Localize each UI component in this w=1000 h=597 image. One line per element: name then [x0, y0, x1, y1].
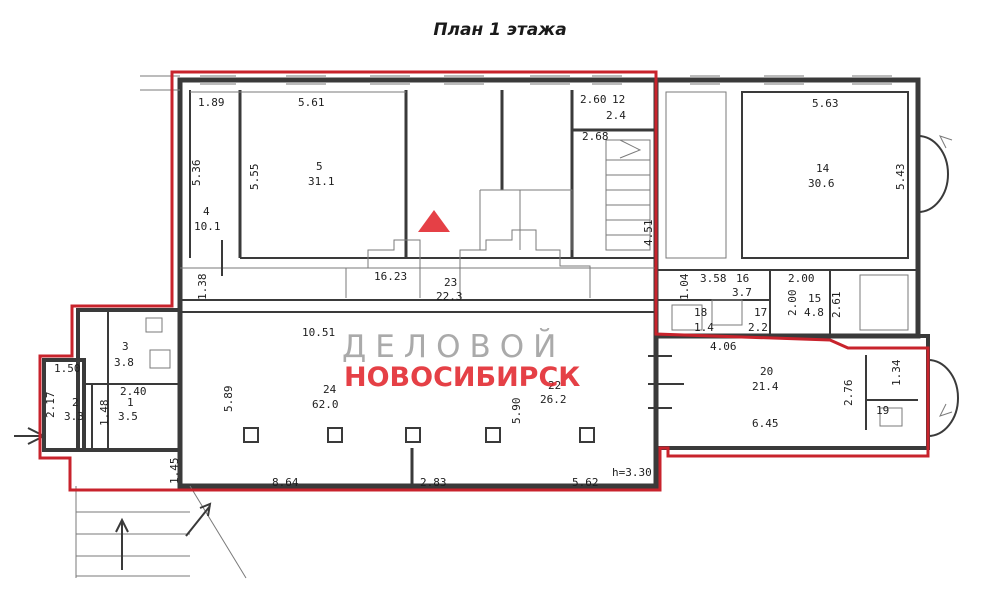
room-number: 24 [323, 383, 337, 396]
dim-label: 2.83 [420, 476, 447, 489]
ceiling-height: h=3.30 [612, 466, 652, 479]
dim-label: 5.36 [190, 160, 203, 187]
room-number: 3 [122, 340, 129, 353]
dim-label: 1.89 [198, 96, 225, 109]
dim-label: 1.34 [890, 359, 903, 386]
dim-label: 2.76 [842, 380, 855, 407]
room-area: 30.6 [808, 177, 835, 190]
dim-label: 1.48 [98, 400, 111, 427]
room-area: 2.2 [748, 321, 768, 334]
dim-label: 16.23 [374, 270, 407, 283]
dim-label: 2.68 [582, 130, 609, 143]
room-area: 3.3 [64, 410, 84, 423]
room-area: 62.0 [312, 398, 339, 411]
dim-label: 6.45 [752, 417, 779, 430]
dim-label: 5.61 [298, 96, 325, 109]
room-area: 10.1 [194, 220, 221, 233]
dim-label: 4.51 [642, 220, 655, 247]
dim-label: 2.40 [120, 385, 147, 398]
room-number: 20 [760, 365, 773, 378]
room-area: 3.5 [118, 410, 138, 423]
room-number: 1 [127, 396, 134, 409]
dim-label: 2.17 [44, 392, 57, 419]
room-area: 4.8 [804, 306, 824, 319]
dim-label: 1.45 [168, 458, 181, 485]
dim-label: 5.55 [248, 164, 261, 191]
plan-title: План 1 этажа [433, 20, 567, 40]
dim-label: 5.62 [572, 476, 599, 489]
room-area: 3.7 [732, 286, 752, 299]
room-number: 19 [876, 404, 889, 417]
room-area: 3.8 [114, 356, 134, 369]
room-number: 17 [754, 306, 767, 319]
dim-label: 10.51 [302, 326, 335, 339]
room-labels: 4 10.1 5 31.1 12 2.4 14 30.6 23 22.3 16 … [64, 93, 889, 423]
dim-label: 2.00 [786, 290, 799, 317]
dim-label: 5.90 [510, 398, 523, 425]
room-area: 31.1 [308, 175, 335, 188]
dimension-labels: 1.89 5.61 2.60 2.68 5.63 5.36 5.55 5.43 … [44, 93, 907, 489]
dim-label: 2.61 [830, 292, 843, 319]
dim-label: 3.58 [700, 272, 727, 285]
premises-outline [38, 70, 930, 492]
room-area: 1.4 [694, 321, 714, 334]
dim-label: 5.43 [894, 164, 907, 191]
room-number: 5 [316, 160, 323, 173]
room-number: 14 [816, 162, 830, 175]
room-number: 18 [694, 306, 707, 319]
room-number: 2 [72, 396, 79, 409]
dim-label: 1.38 [196, 274, 209, 301]
dim-label: 5.89 [222, 386, 235, 413]
dim-label: 8.64 [272, 476, 299, 489]
dim-label: 1.04 [678, 273, 691, 300]
dim-label: 2.00 [788, 272, 815, 285]
dim-label: 1.50 [54, 362, 81, 375]
room-number: 16 [736, 272, 749, 285]
room-number: 23 [444, 276, 457, 289]
dim-label: 2.60 [580, 93, 607, 106]
watermark-line-2: НОВОСИБИРСК [344, 362, 580, 393]
watermark-logo: ДЕЛОВОЙ НОВОСИБИРСК [342, 329, 580, 393]
room-area: 21.4 [752, 380, 779, 393]
dim-label: 4.06 [710, 340, 737, 353]
room-number: 15 [808, 292, 821, 305]
watermark-line-1: ДЕЛОВОЙ [342, 329, 565, 365]
room-area: 22.3 [436, 290, 463, 303]
room-number: 22 [548, 379, 561, 392]
dim-label: 5.63 [812, 97, 839, 110]
walls [14, 75, 959, 579]
room-area: 2.4 [606, 109, 626, 122]
room-area: 26.2 [540, 393, 567, 406]
room-number: 4 [203, 205, 210, 218]
room-number: 12 [612, 93, 625, 106]
